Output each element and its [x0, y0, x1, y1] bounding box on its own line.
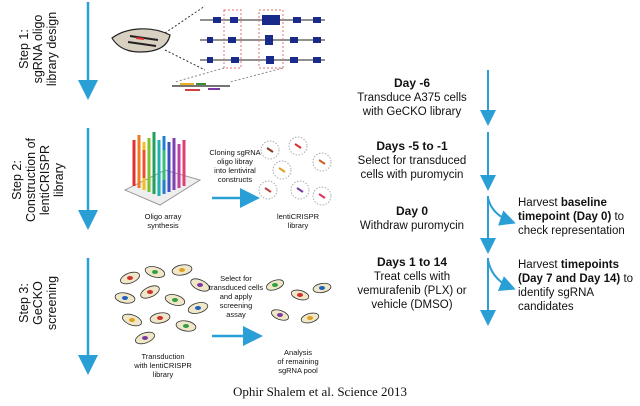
harvest-timepoints: Harvest timepoints (Day 7 and Day 14) to… [518, 259, 634, 313]
timeline-text-1: Transduce A375 cells with GeCKO library [357, 92, 467, 118]
oligo-array-label: Oligo array synthesis [144, 212, 182, 230]
timeline-text-4: Treat cells with vemurafenib (PLX) or ve… [357, 271, 467, 311]
timeline-text-3: Withdraw puromycin [359, 220, 465, 232]
transduction-label: Transduction with lentiCRISPR library [134, 352, 192, 379]
timeline-text-2: Select for transduced cells with puromyc… [357, 155, 467, 181]
step1-label: Step 1: sgRNA oligo library design [17, 11, 59, 87]
cell-illustration [111, 28, 171, 53]
timeline-day-2: Days -5 to -1 [376, 139, 448, 153]
lenticrispr-label: lentiCRISPR library [276, 212, 320, 230]
timeline-day-3: Day 0 [395, 204, 429, 218]
analysis-label: Analysis of remaining sgRNA pool [277, 348, 319, 375]
citation-caption: Ophir Shalem et al. Science 2013 [232, 384, 407, 399]
harvest-baseline: Harvest baseline timepoint (Day 0) to ch… [518, 197, 625, 237]
cloning-label: Cloning sgRNA oligo libray into lentivir… [209, 148, 261, 184]
step3-label: Step 3: GeCKO screening [17, 275, 59, 331]
transduced-cells [114, 264, 210, 345]
step2-label: Step 2: Construction of lentiCRISPR libr… [10, 137, 66, 223]
timeline-day-4: Days 1 to 14 [376, 255, 448, 269]
remaining-cells [266, 279, 332, 324]
select-label: Select for transduced cells and apply sc… [208, 274, 264, 319]
sgrna-lines [172, 83, 230, 91]
oligo-array [123, 132, 202, 206]
timeline-day-1: Day -6 [393, 76, 431, 90]
gene-tracks [174, 9, 325, 83]
harvest-branch-2 [487, 259, 516, 291]
harvest-branch-1 [487, 197, 516, 226]
